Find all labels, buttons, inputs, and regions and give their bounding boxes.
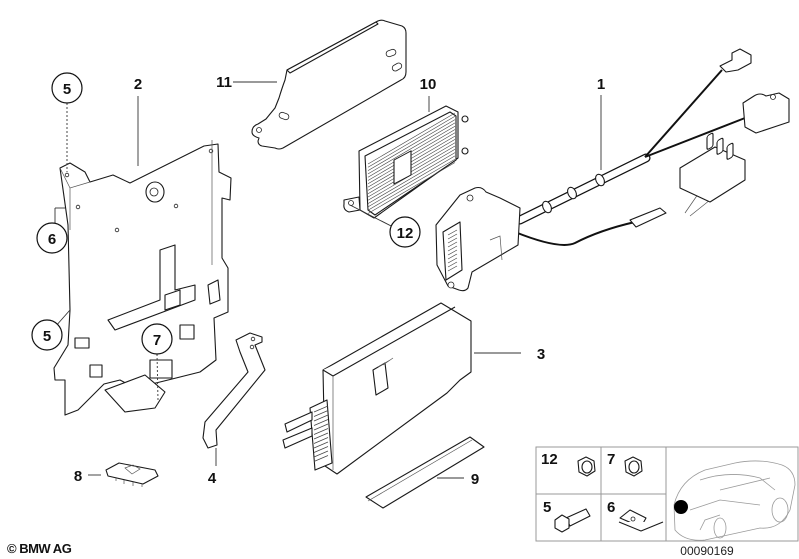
callout-4[interactable]: 4	[208, 470, 217, 487]
callout-12[interactable]: 12	[389, 216, 421, 248]
connector-pin	[313, 446, 329, 453]
svg-text:11: 11	[216, 74, 232, 91]
copyright: © BMW AG	[7, 541, 72, 556]
connector-pin	[313, 414, 329, 422]
part-module-heatsink[interactable]	[343, 105, 469, 219]
callout-7[interactable]: 7	[141, 323, 173, 355]
connector-pin	[447, 253, 458, 260]
part-mounting-bracket[interactable]	[53, 140, 232, 416]
callout-8[interactable]: 8	[74, 468, 82, 485]
heatsink-fin	[367, 116, 456, 168]
hardware-cell-7[interactable]: 7	[607, 451, 643, 477]
connector-pin	[313, 423, 329, 431]
connector-pin	[313, 455, 329, 462]
heatsink-fin	[367, 112, 456, 165]
callout-5-top[interactable]: 5	[51, 72, 83, 104]
connector-pin	[447, 257, 458, 264]
connector-pin	[313, 432, 329, 440]
bolt-icon	[554, 508, 591, 533]
svg-text:5: 5	[543, 499, 551, 516]
connector-pin	[313, 450, 329, 458]
connector-pin	[313, 410, 329, 417]
heatsink-fin	[367, 152, 456, 204]
heatsink-fin	[367, 158, 456, 211]
callout-11[interactable]: 11	[216, 74, 232, 91]
callout-3[interactable]: 3	[537, 346, 545, 363]
svg-text:4: 4	[208, 470, 217, 487]
diagram-number: 00090169	[680, 544, 734, 558]
svg-text:12: 12	[541, 451, 558, 468]
connector-pin	[313, 428, 329, 435]
hardware-panel: 12 7 5 6	[535, 446, 799, 558]
hardware-cell-12[interactable]: 12	[541, 451, 596, 477]
svg-text:1: 1	[597, 76, 605, 93]
callout-6[interactable]: 6	[36, 222, 68, 254]
hardware-cell-6[interactable]: 6	[607, 499, 664, 532]
svg-text:7: 7	[607, 451, 615, 468]
callout-1[interactable]: 1	[597, 76, 605, 93]
connector-pin	[447, 229, 458, 236]
heatsink-fin	[367, 122, 456, 175]
svg-text:5: 5	[43, 328, 51, 345]
svg-text:7: 7	[153, 332, 161, 349]
svg-text:10: 10	[420, 76, 437, 93]
callout-5-bottom[interactable]: 5	[31, 319, 63, 351]
svg-text:3: 3	[537, 346, 545, 363]
part-holder-plate[interactable]	[251, 19, 407, 150]
heatsink-fin	[367, 155, 456, 208]
part-control-unit[interactable]	[282, 302, 472, 475]
svg-text:8: 8	[74, 468, 82, 485]
svg-text:6: 6	[607, 499, 615, 516]
callout-2[interactable]: 2	[134, 76, 142, 93]
hex-nut-icon	[624, 456, 643, 477]
connector-pin	[447, 245, 458, 252]
hardware-cell-5[interactable]: 5	[543, 499, 591, 533]
connector-pin	[313, 441, 329, 449]
connector-pin	[447, 241, 458, 248]
connector-pin	[447, 237, 458, 244]
hex-nut-icon	[577, 456, 596, 477]
svg-text:2: 2	[134, 76, 142, 93]
heatsink-fin	[367, 162, 456, 214]
connector-pin	[313, 437, 329, 444]
connector-pin	[447, 261, 458, 268]
part-clip[interactable]	[105, 462, 159, 487]
location-marker	[674, 500, 688, 514]
svg-text:6: 6	[48, 231, 56, 248]
callout-9[interactable]: 9	[471, 471, 479, 488]
connector-pin	[313, 405, 329, 413]
clip-nut-icon	[618, 509, 664, 532]
connector-pin	[447, 249, 458, 256]
car-location-icon	[673, 460, 796, 541]
callout-10[interactable]: 10	[420, 76, 437, 93]
svg-text:9: 9	[471, 471, 479, 488]
connector-pin	[447, 233, 458, 240]
heatsink-fin	[367, 119, 456, 171]
part-support-strut[interactable]	[202, 332, 266, 449]
connector-pin	[313, 419, 329, 426]
connector-pin	[447, 265, 458, 272]
part-wiring-harness[interactable]	[435, 48, 790, 292]
part-adhesive-pad[interactable]	[365, 436, 485, 509]
svg-text:12: 12	[397, 225, 414, 242]
svg-text:5: 5	[63, 81, 71, 98]
